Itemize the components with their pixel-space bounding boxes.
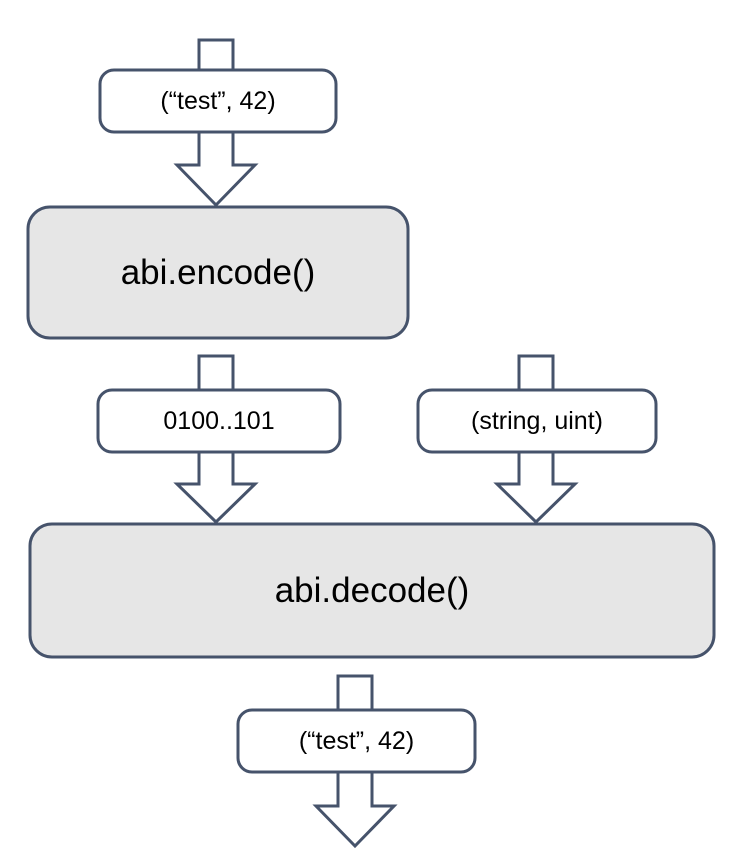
node-abi-encode[interactable] xyxy=(26,205,410,340)
node-encoded-bytes[interactable] xyxy=(96,388,342,454)
arrow-encode-bytes xyxy=(197,354,235,394)
node-output-tuple[interactable] xyxy=(236,708,477,774)
arrow-bytes-decode xyxy=(173,448,259,525)
node-input-tuple[interactable] xyxy=(98,68,338,134)
node-abi-decode[interactable] xyxy=(28,522,716,659)
connectors-layer xyxy=(173,38,579,849)
arrow-into-input xyxy=(197,38,235,74)
nodes-layer xyxy=(26,68,716,774)
arrow-into-types xyxy=(517,354,555,394)
arrow-decode-out xyxy=(336,674,374,714)
arrow-out-exit xyxy=(312,768,398,849)
node-type-signature[interactable] xyxy=(416,388,658,454)
arrow-types-decode xyxy=(493,448,579,525)
arrow-input-encode xyxy=(173,128,259,208)
